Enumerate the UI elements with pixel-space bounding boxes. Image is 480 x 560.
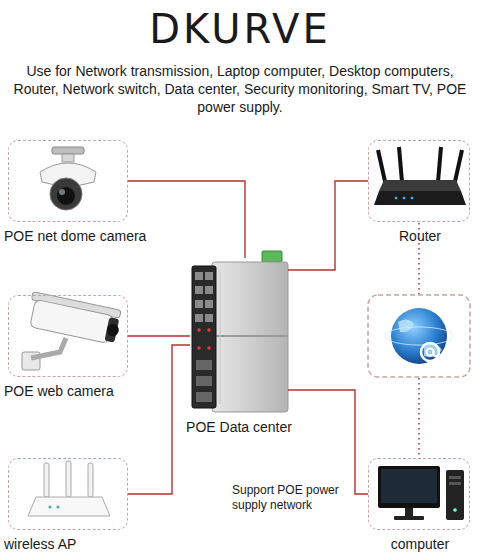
- device-panel: Router: [368, 140, 470, 222]
- title-holder: DKURVE: [0, 4, 480, 54]
- poe-switch: POE Data center: [190, 258, 288, 414]
- label-holder: Support POE power supply network: [232, 483, 348, 513]
- label-holder: Use for Network transmission, Laptop com…: [5, 62, 475, 117]
- globe-icon: [385, 308, 453, 364]
- poe-switch-icon: [192, 251, 288, 412]
- device-panel: POE web camera: [8, 295, 128, 377]
- device-panel: POE net dome camera: [8, 140, 128, 222]
- device-panel: computer: [368, 458, 470, 530]
- device-panel: wireless AP: [8, 458, 128, 530]
- wireless-ap-icon: [28, 461, 110, 516]
- device-label: POE web camera: [4, 382, 122, 400]
- poe-note: Support POE power supply network: [232, 483, 348, 513]
- device-label: computer: [329, 535, 480, 553]
- device-label: POE Data center: [150, 418, 328, 436]
- poe-cable: [128, 345, 190, 494]
- dome-camera-icon: [40, 147, 96, 210]
- poe-cable: [288, 181, 368, 270]
- router-icon: [374, 147, 466, 205]
- dotted-link: [418, 378, 420, 457]
- device-label: POE net dome camera: [4, 227, 122, 245]
- device-label: wireless AP: [4, 535, 122, 553]
- globe-panel: [368, 295, 470, 377]
- poe-cable: [288, 390, 368, 494]
- usage-description: Use for Network transmission, Laptop com…: [5, 62, 475, 117]
- poe-cable: [128, 335, 190, 336]
- device-label: Router: [329, 227, 480, 245]
- bullet-camera-icon: [22, 292, 123, 370]
- brand-title: DKURVE: [0, 4, 480, 54]
- poe-cable: [128, 181, 245, 258]
- computer-icon: [378, 466, 464, 520]
